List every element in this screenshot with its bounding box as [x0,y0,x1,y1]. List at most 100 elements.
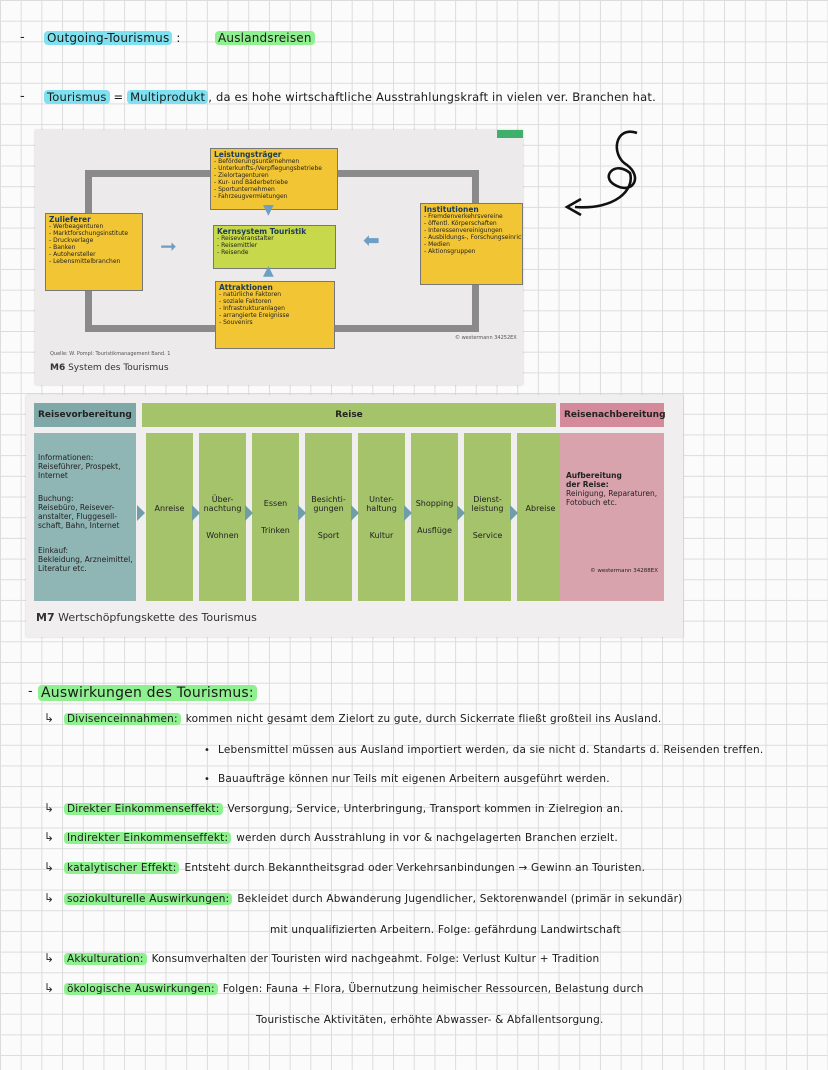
effect-term: soziokulturelle Auswirkungen: [64,893,233,905]
chevron-right-icon [137,505,145,521]
column-label: Unter- haltung [366,494,397,513]
hook-arrow-icon: ↳ [44,860,55,874]
chevron-right-icon [298,505,306,521]
chevron-right-icon [245,505,253,521]
value-highlight: Auslandsreisen [215,31,315,45]
effect-text: kommen nicht gesamt dem Zielort zu gute,… [185,713,662,725]
effect-text: Bekleidet durch Abwanderung Jugendlicher… [237,893,683,905]
caption: M6 System des Tourismus [50,363,169,373]
box-items: - Beförderungsunternehmen - Unterkunfts-… [214,158,322,200]
effect-term: katalytischer Effekt: [64,862,180,874]
column-label: Anreise [154,503,185,513]
effect-text: werden durch Ausstrahlung in vor & nachg… [236,832,618,844]
column-sublabel: Service [472,530,503,540]
tourismus-term: Tourismus [44,90,110,104]
caption-num: M7 [36,611,55,624]
column-label: Shopping [415,499,454,508]
source-note: Quelle: W. Pompl: Touristikmanagement Ba… [50,351,171,357]
effect-term: Indirekter Einkommenseffekt: [64,832,232,844]
caption-text: System des Tourismus [68,363,169,373]
column-label: Besichti- gungen [311,494,346,513]
einkauf-text: Einkauf: Bekleidung, Arzneimittel, Liter… [38,546,133,573]
effect-term: Divisenceinnahmen: [64,713,181,725]
outgoing-value: Auslandsreisen [215,31,315,45]
effect-item: katalytischer Effekt:Entsteht durch Beka… [64,862,645,874]
box-title: Kernsystem Touristik [217,227,307,236]
caption: M7 Wertschöpfungskette des Tourismus [36,611,257,624]
hook-arrow-icon: ↳ [44,711,55,725]
nachbereitung-column: Aufbereitung der Reise: Reinigung, Repar… [560,433,664,601]
credit-note: © westermann 34252EX [455,335,517,341]
box-title: Zulieferer [49,215,91,224]
effect-item: Indirekter Einkommenseffekt: werden durch… [64,832,618,844]
vorbereitung-column: Informationen: Reiseführer, Prospekt, In… [34,433,136,601]
arrow-up-icon: ▲ [263,263,274,279]
leistungstraeger-box: Leistungsträger - Beförderungsunternehme… [210,148,338,210]
bullet-dot-icon: • [204,745,210,756]
effect-item: Akkulturation: Konsumverhalten der Touris… [64,953,599,965]
box-title: Leistungsträger [214,150,282,159]
effect-continuation: Touristische Aktivitäten, erhöhte Abwass… [256,1014,604,1026]
column-sublabel: Trinken [261,526,290,535]
colon: : [176,31,181,45]
dash-bullet: - [20,30,25,45]
effect-text: Folgen: Fauna + Flora, Übernutzung heimi… [222,983,644,995]
header-reise: Reise [142,403,556,427]
hook-arrow-icon: ↳ [44,981,55,995]
chain-column: Anreise [146,433,193,601]
column-label: Abreise [525,503,556,513]
effect-term: ökologische Auswirkungen: [64,983,218,995]
box-items: - Fremdenverkehrsvereine - öffentl. Körp… [424,213,522,255]
effect-item: Direkter Einkommenseffekt:Versorgung, Se… [64,803,624,815]
hook-arrow-icon: ↳ [44,951,55,965]
tourismus-line: Tourismus = Multiprodukt, da es hohe wir… [44,90,656,104]
zulieferer-box: Zulieferer - Werbeagenturen - Marktforsc… [45,213,143,291]
section-title-highlight: Auswirkungen des Tourismus: [38,685,257,701]
chevron-right-icon [351,505,359,521]
system-diagram-photo: Leistungsträger - Beförderungsunternehme… [35,130,523,385]
equals: = [113,90,124,104]
box-title: Attraktionen [219,283,273,292]
attraktionen-box: Attraktionen - natürliche Faktoren - soz… [215,281,335,349]
column-sublabel: Kultur [369,530,394,540]
outgoing-term: Outgoing-Tourismus : [44,31,181,45]
column-sublabel: Wohnen [206,530,239,540]
dash-bullet: - [28,684,33,699]
info-text: Informationen: Reiseführer, Prospekt, In… [38,453,121,480]
arrow-down-icon: ▼ [263,202,274,218]
effect-continuation: Lebensmittel müssen aus Ausland importie… [218,744,764,756]
column-label: Essen [263,499,288,508]
term-highlight: Outgoing-Tourismus [44,31,173,45]
tourismus-text: , da es hohe wirtschaftliche Ausstrahlun… [208,90,656,104]
effect-continuation: mit unqualifizierten Arbeitern. Folge: g… [270,924,621,936]
effect-item: Divisenceinnahmen: kommen nicht gesamt de… [64,713,661,725]
chevron-right-icon [404,505,412,521]
value-chain-photo: Reisevorbereitung Reise Reisenachbereitu… [26,395,683,637]
caption-num: M6 [50,363,66,373]
column-label: Dienst- leistung [471,494,504,513]
chevron-right-icon [457,505,465,521]
multiprodukt-term: Multiprodukt [127,90,209,104]
hook-arrow-icon: ↳ [44,801,55,815]
green-tab-decoration [497,130,523,138]
column-label: Über- nachtung [203,494,242,513]
effect-text: Konsumverhalten der Touristen wird nachg… [151,953,600,965]
dash-bullet: - [20,89,25,104]
effect-item: ökologische Auswirkungen: Folgen: Fauna +… [64,983,644,995]
aufbereitung-text: Reinigung, Reparaturen, Fotobuch etc. [566,489,658,507]
effect-term: Akkulturation: [64,953,147,965]
column-sublabel: Sport [317,530,340,540]
hook-arrow-icon: ↳ [44,891,55,905]
chevron-right-icon [510,505,518,521]
bullet-dot-icon: • [204,774,210,785]
caption-text: Wertschöpfungskette des Tourismus [58,611,257,624]
effect-text: Versorgung, Service, Unterbringung, Tran… [227,803,624,815]
column-sublabel: Ausflüge [417,526,452,535]
section-title: Auswirkungen des Tourismus: [38,685,257,701]
